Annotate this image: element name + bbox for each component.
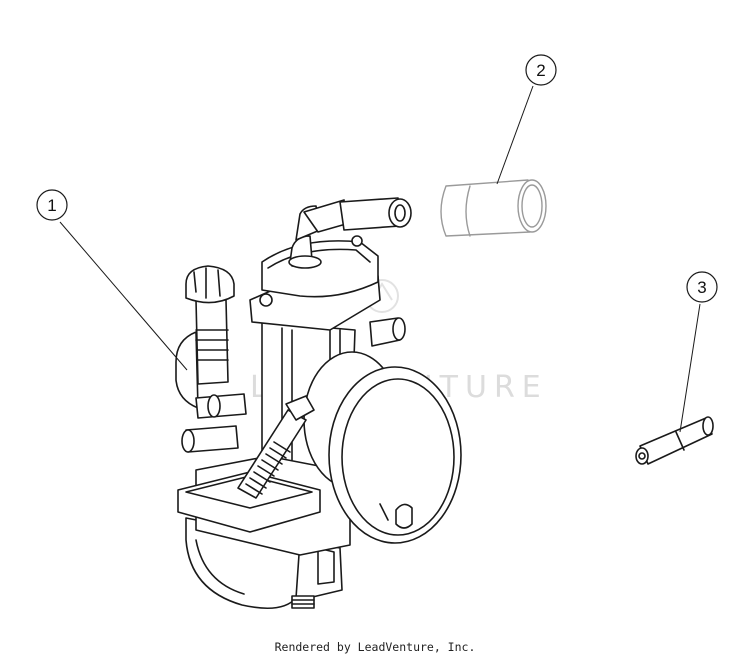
sleeve-part: [440, 179, 547, 237]
callout-3-number: 3: [697, 278, 706, 297]
callout-1-number: 1: [47, 196, 56, 215]
fuel-spigot: [237, 409, 307, 499]
callout-2-number: 2: [536, 61, 545, 80]
drain-plug: [291, 595, 315, 609]
cap-screw-right: [351, 235, 363, 247]
cable-nut-base: [288, 255, 322, 269]
pin-part: [635, 416, 714, 465]
bell-slot: [395, 503, 413, 529]
idle-screw-knob: [185, 265, 235, 304]
callout-3[interactable]: 3: [686, 271, 718, 303]
idle-screw-body: [195, 299, 229, 385]
left-nipple-upper: [195, 393, 247, 419]
top-cover: [261, 240, 379, 298]
air-bell: [328, 366, 462, 544]
callout-1[interactable]: 1: [36, 189, 68, 221]
footer-credit: Rendered by LeadVenture, Inc.: [274, 640, 476, 654]
leader-lines: [59, 85, 701, 433]
spigot-tip: [285, 395, 315, 421]
callout-2[interactable]: 2: [525, 54, 557, 86]
cap-screw-left: [259, 293, 273, 307]
leader-line-1: [59, 221, 188, 371]
leader-line-3: [679, 303, 701, 433]
carburetor-drawing: [175, 179, 714, 610]
bowl-screw: [317, 547, 335, 585]
leader-line-2: [496, 85, 534, 185]
